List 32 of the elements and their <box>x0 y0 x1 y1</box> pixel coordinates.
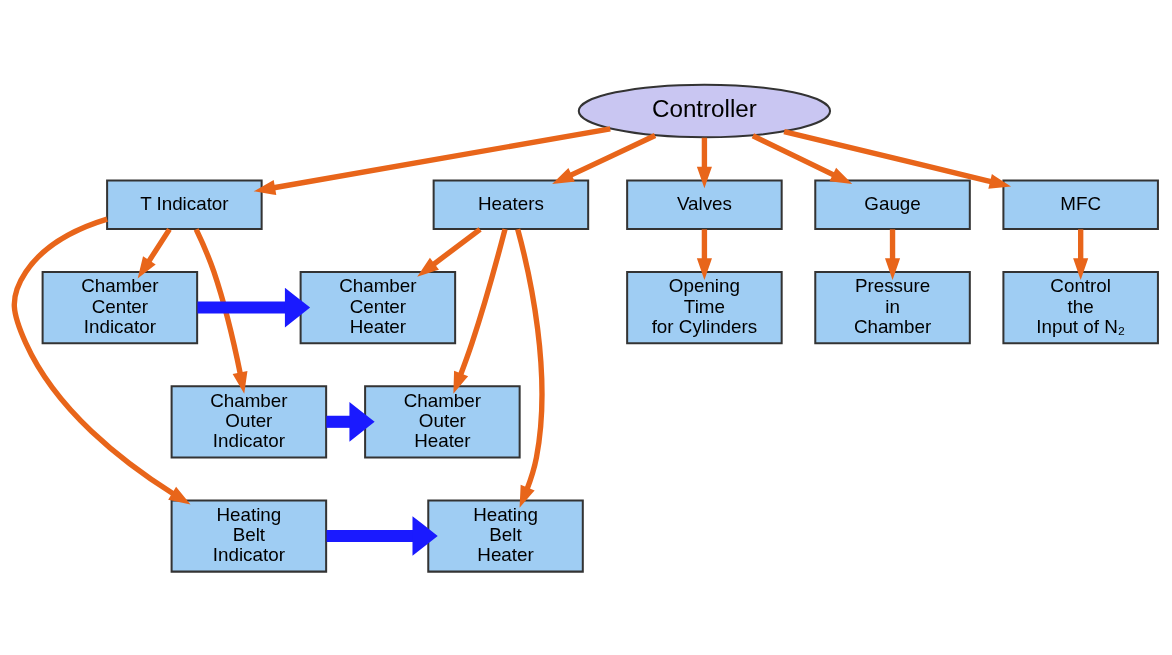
node-box: Heaters <box>432 179 590 230</box>
arrow <box>417 226 482 277</box>
node-box: MFC <box>1002 179 1159 230</box>
arrow <box>193 227 248 394</box>
arrow <box>751 132 853 184</box>
arrow <box>326 401 375 442</box>
node-box: T Indicator <box>106 179 263 230</box>
arrow <box>11 216 191 504</box>
node-box: Chamber Center Heater <box>299 270 457 344</box>
arrow <box>696 228 712 280</box>
node-box: Heating Belt Indicator <box>170 498 328 573</box>
node-box: Gauge <box>814 179 971 230</box>
arrow <box>885 228 901 280</box>
node-box: Chamber Outer Indicator <box>170 384 328 458</box>
arrow <box>453 227 508 394</box>
arrow <box>552 132 657 184</box>
node-box: Valves <box>626 179 783 230</box>
arrow <box>696 137 712 188</box>
arrow <box>197 287 311 327</box>
node-box: Chamber Outer Heater <box>364 384 521 458</box>
arrow <box>253 125 611 195</box>
node-box: Heating Belt Heater <box>427 498 584 573</box>
arrow <box>137 227 172 279</box>
node-box: Pressure in Chamber <box>814 270 971 344</box>
node-box: Control the Input of N₂ <box>1002 270 1159 344</box>
arrow <box>515 228 545 508</box>
arrow <box>326 515 438 556</box>
arrow <box>783 128 1012 189</box>
arrow <box>1073 228 1089 280</box>
node-ellipse: Controller <box>577 83 832 138</box>
node-box: Opening Time for Cylinders <box>626 270 783 344</box>
node-box: Chamber Center Indicator <box>41 270 199 344</box>
